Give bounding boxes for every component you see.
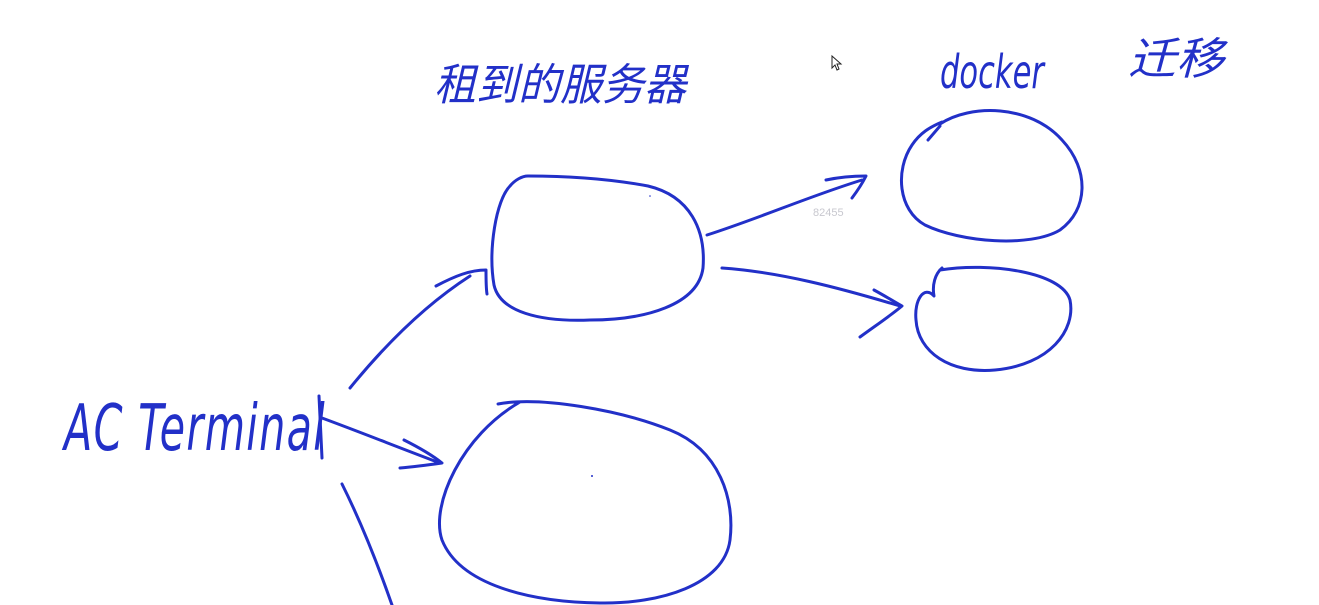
arrowhead-server-to-docker-upper (824, 174, 868, 200)
arrow-server-to-docker-upper (705, 178, 864, 237)
label-migrate: 迁移 (1128, 34, 1228, 85)
mouse-cursor-icon (831, 54, 843, 71)
docker-blob-upper-tick (926, 124, 942, 142)
arrow-terminal-to-upper-server (348, 274, 472, 390)
arrow-server-to-docker-lower (720, 266, 902, 308)
docker-blob-upper (900, 109, 1084, 243)
server-blob-upper (490, 174, 705, 322)
server-blob-upper-dot (649, 195, 651, 197)
label-docker: docker (940, 45, 1046, 99)
arrow-terminal-downward (340, 482, 394, 605)
arrowhead-server-to-docker-lower (858, 288, 904, 339)
watermark-text: 82455 (813, 207, 844, 219)
arrowhead-terminal-to-lower-server (398, 438, 444, 470)
arrow-terminal-to-lower-server (320, 416, 442, 465)
terminal-tail-stroke (317, 394, 324, 460)
server-blob-lower-dot (591, 475, 593, 477)
arrowhead-terminal-to-upper-server (434, 268, 489, 296)
label-ac-terminal: AC Terminal (61, 392, 326, 466)
docker-blob-lower (914, 265, 1073, 372)
server-blob-lower (438, 400, 733, 605)
label-rented-servers: 租到的服务器 (434, 60, 690, 111)
